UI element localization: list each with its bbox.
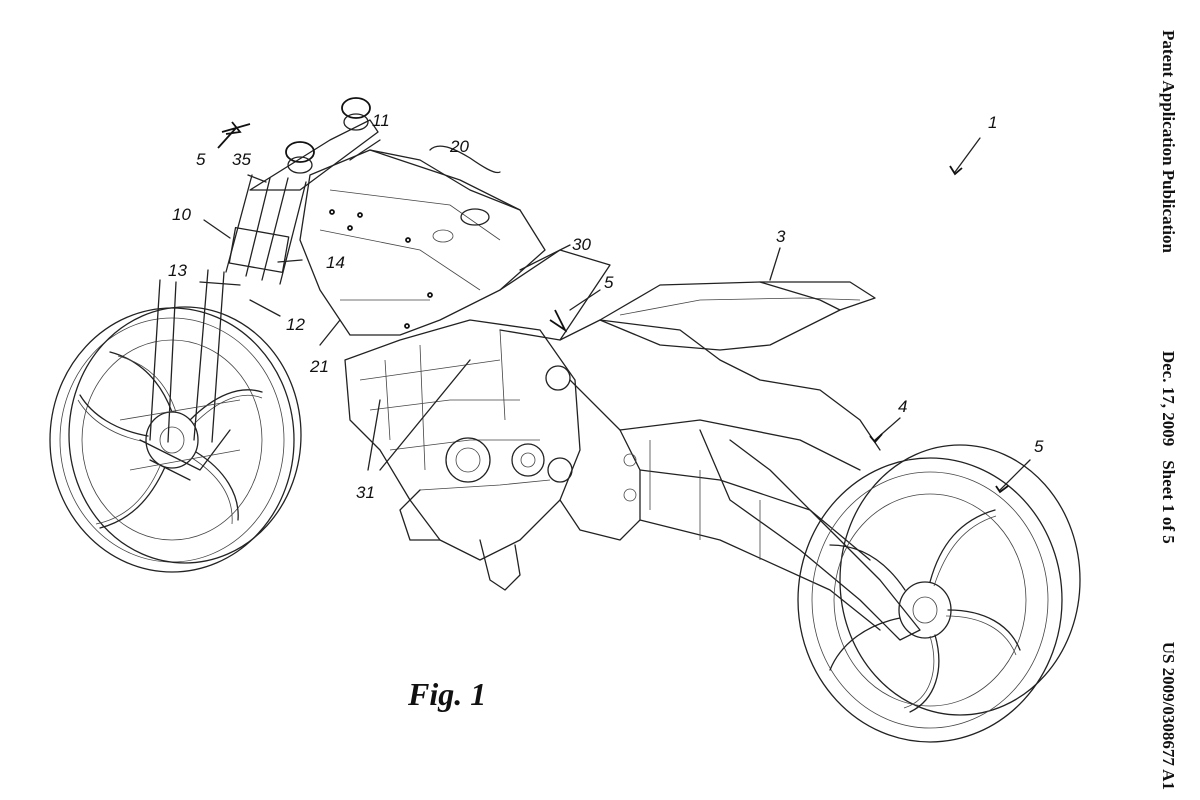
ref-20: 20 xyxy=(449,137,469,156)
ref-5-seat: 5 xyxy=(604,273,614,292)
frame xyxy=(299,149,611,341)
publication-number: US 2009/0308677 A1 xyxy=(1159,641,1178,790)
ref-11: 11 xyxy=(372,111,390,130)
ref-21: 21 xyxy=(309,357,329,376)
ref-35: 35 xyxy=(232,150,251,169)
rear-frame xyxy=(559,319,921,641)
seat-tail xyxy=(599,281,876,351)
ref-31: 31 xyxy=(356,483,375,502)
ref-4: 4 xyxy=(898,397,907,416)
publication-title: Patent Application Publication xyxy=(1159,30,1178,253)
ref-5-steering: 5 xyxy=(196,150,206,169)
ref-13: 13 xyxy=(168,261,187,280)
figure-caption: Fig. 1 xyxy=(407,676,486,712)
engine xyxy=(344,319,581,591)
publication-date: Dec. 17, 2009 xyxy=(1159,350,1178,447)
ref-5-rear: 5 xyxy=(1034,437,1044,456)
front-wheel xyxy=(49,306,302,573)
rear-wheel xyxy=(797,444,1081,743)
ref-10: 10 xyxy=(172,205,191,224)
ref-12: 12 xyxy=(286,315,305,334)
ref-14: 14 xyxy=(326,253,345,272)
leader-lines xyxy=(199,121,1031,494)
front-fork xyxy=(119,97,379,481)
sheet-number: Sheet 1 of 5 xyxy=(1159,460,1178,544)
ref-3: 3 xyxy=(776,227,786,246)
ref-30: 30 xyxy=(572,235,591,254)
ref-1: 1 xyxy=(988,113,997,132)
patent-header: Patent Application Publication Dec. 17, … xyxy=(1148,30,1188,790)
